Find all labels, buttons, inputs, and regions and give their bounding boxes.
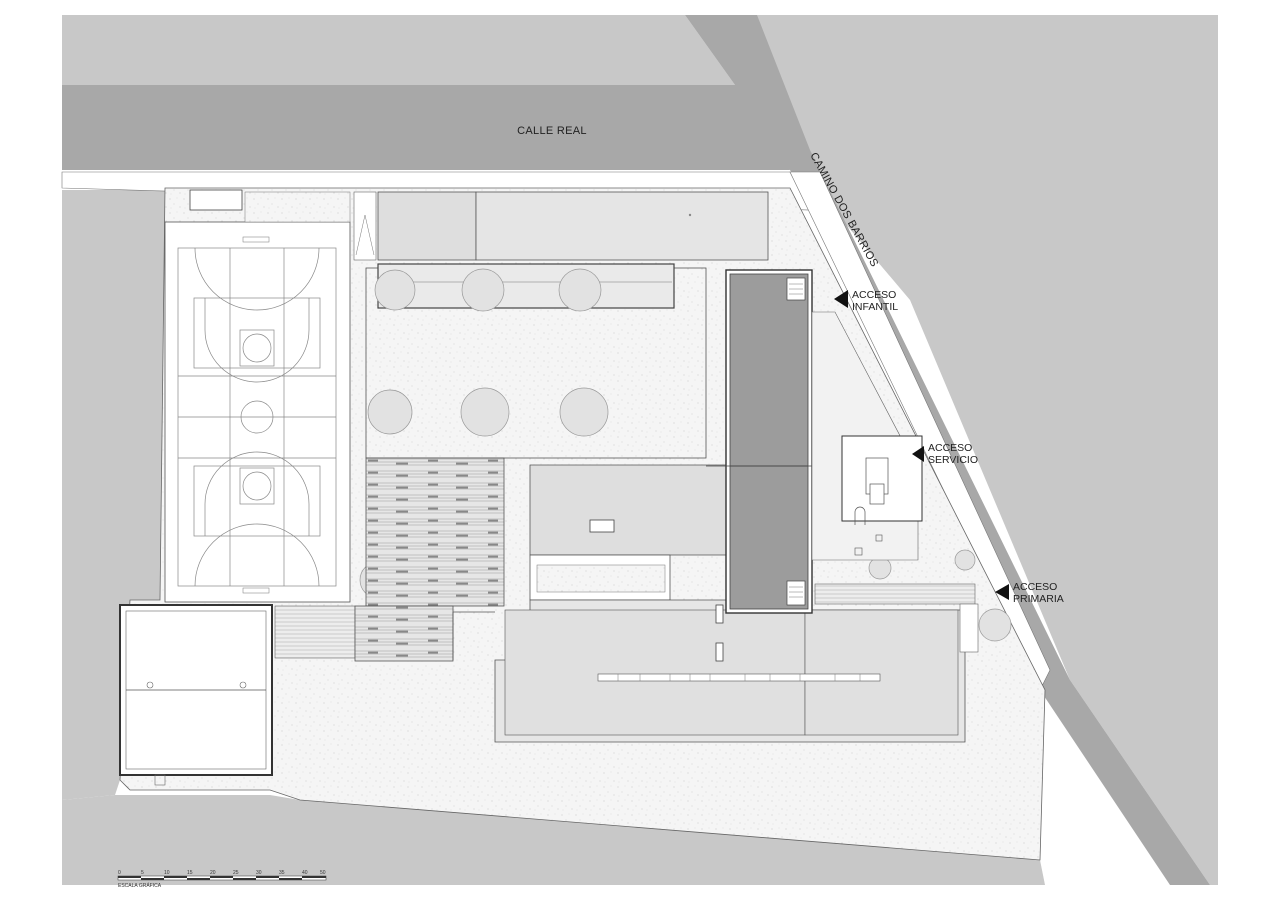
courtyard — [365, 263, 707, 459]
access-infantil: ACCESO INFANTIL — [834, 289, 898, 313]
scale-tick-5: 25 — [233, 870, 239, 876]
access-infantil-arrow-icon — [834, 290, 848, 308]
scale-tick-9: 50 — [320, 870, 326, 876]
neighbour-plots — [62, 15, 1218, 885]
scale-tick-3: 15 — [187, 870, 193, 876]
access-primaria-arrow-icon — [995, 584, 1009, 600]
scale-tick-0: 0 — [118, 870, 121, 876]
street-label-north: CALLE REAL — [517, 125, 587, 137]
main-building-roof — [452, 464, 966, 743]
sports-court — [164, 221, 351, 603]
scale-tick-6: 30 — [256, 870, 262, 876]
graphic-scale: 0 5 10 15 20 25 30 35 40 50 ESCALA GRÁFI… — [117, 870, 327, 889]
scale-caption: ESCALA GRÁFICA — [118, 882, 162, 889]
scale-tick-7: 35 — [279, 870, 285, 876]
access-servicio: ACCESO SERVICIO — [912, 442, 978, 466]
access-servicio-line1: ACCESO — [928, 442, 972, 454]
annex-building — [119, 604, 273, 786]
access-servicio-line2: SERVICIO — [928, 454, 978, 466]
central-spine-roof — [706, 269, 842, 614]
access-servicio-arrow-icon — [912, 446, 924, 462]
scale-tick-4: 20 — [210, 870, 216, 876]
access-primaria-line2: PRIMARIA — [1013, 593, 1064, 605]
planter-north — [244, 191, 351, 223]
gate-building — [189, 189, 243, 211]
deck-area — [274, 457, 505, 662]
service-yard — [811, 311, 979, 653]
scale-tick-2: 10 — [164, 870, 170, 876]
scale-tick-1: 5 — [141, 870, 144, 876]
scale-tick-8: 40 — [302, 870, 308, 876]
access-primaria: ACCESO PRIMARIA — [995, 581, 1064, 605]
access-infantil-line1: ACCESO — [852, 289, 896, 301]
access-infantil-line2: INFANTIL — [852, 301, 898, 313]
access-primaria-line1: ACCESO — [1013, 581, 1057, 593]
north-wing-roof — [353, 191, 769, 261]
